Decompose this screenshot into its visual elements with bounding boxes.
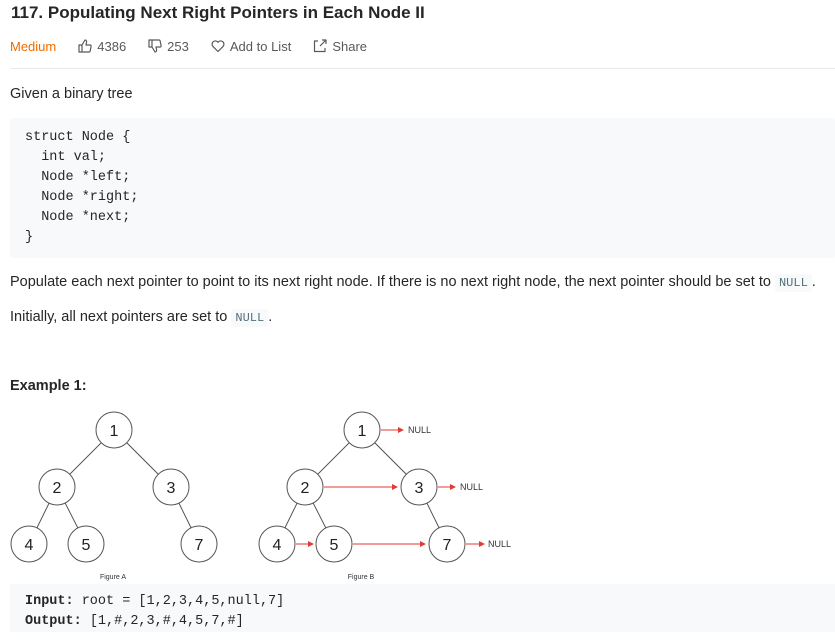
struct-code: struct Node { int val; Node *left; Node …: [10, 118, 835, 258]
tree-node-circle: [343, 411, 381, 449]
tree-node-value: 2: [53, 480, 62, 497]
initially-text: Initially, all next pointers are set to: [10, 309, 232, 325]
tree-node-circle: [400, 468, 438, 506]
period: .: [811, 274, 816, 290]
tree-node-circle: [67, 525, 105, 563]
tree-node-value: 3: [167, 480, 176, 497]
tree-node-circle: [258, 525, 296, 563]
intro-text: Given a binary tree: [10, 86, 133, 102]
tree-node-value: 5: [330, 537, 339, 554]
dislike-count: 253: [167, 38, 189, 54]
tree-node-value: 5: [82, 537, 91, 554]
thumbs-up-icon: [78, 39, 92, 53]
null-inline-code: NULL: [774, 274, 812, 292]
share-icon: [314, 39, 327, 53]
code-line: Node *right;: [25, 190, 139, 205]
period: .: [268, 309, 273, 325]
null-label: NULL: [460, 482, 483, 492]
example-io: Input: root = [1,2,3,4,5,null,7] Output:…: [10, 584, 835, 640]
code-line: int val;: [25, 150, 107, 165]
null-inline-code: NULL: [231, 309, 269, 327]
code-line: }: [25, 230, 34, 245]
like-button[interactable]: 4386: [78, 39, 126, 54]
figure-a-nodes: 1 2 3 4 5 7: [10, 411, 218, 563]
tree-node-value: 1: [358, 423, 367, 440]
tree-node-circle: [95, 411, 133, 449]
thumbs-down-icon: [148, 39, 162, 53]
tree-node-value: 7: [195, 537, 204, 554]
input-label: Input:: [25, 594, 74, 609]
null-label: NULL: [488, 539, 511, 549]
populate-text: Populate each next pointer to point to i…: [10, 274, 775, 290]
add-to-list-button[interactable]: Add to List: [211, 39, 291, 54]
tree-node-value: 4: [273, 537, 282, 554]
example-tree-diagram: 1 2 3 4 5 7 1 2 3 4 5 7 NULL NULL NULL Figure A Fi…: [10, 411, 511, 581]
problem-meta-bar: Medium 4386 253 Add to List Share: [10, 36, 389, 56]
example-title: Example 1:: [10, 378, 87, 394]
difficulty-badge: Medium: [10, 38, 57, 54]
share-button[interactable]: Share: [313, 39, 367, 54]
initially-paragraph: Initially, all next pointers are set to …: [10, 309, 273, 327]
code-line: Node *next;: [25, 210, 131, 225]
tree-node-circle: [315, 525, 353, 563]
tree-node-circle: [286, 468, 324, 506]
populate-paragraph: Populate each next pointer to point to i…: [10, 274, 816, 292]
dislike-button[interactable]: 253: [148, 39, 189, 54]
tree-node-circle: [152, 468, 190, 506]
tree-node-circle: [428, 525, 466, 563]
tree-node-circle: [38, 468, 76, 506]
figure-b-nodes: 1 2 3 4 5 7: [258, 411, 466, 563]
tree-node-circle: [10, 525, 48, 563]
tree-node-circle: [180, 525, 218, 563]
tree-node-value: 1: [110, 423, 119, 440]
output-label: Output:: [25, 614, 82, 629]
header-divider: [10, 68, 835, 69]
example-io-block: Input: root = [1,2,3,4,5,null,7] Output:…: [10, 584, 835, 632]
figure-b-caption: Figure B: [348, 574, 375, 581]
heart-icon: [211, 40, 225, 53]
share-label: Share: [332, 38, 368, 54]
tree-node-value: 2: [301, 480, 310, 497]
null-label: NULL: [408, 425, 431, 435]
next-pointer-arrows: [296, 427, 485, 547]
output-value: [1,#,2,3,#,4,5,7,#]: [81, 614, 244, 629]
tree-node-value: 4: [25, 537, 34, 554]
struct-code-block: struct Node { int val; Node *left; Node …: [10, 118, 835, 258]
tree-node-value: 3: [415, 480, 424, 497]
code-line: Node *left;: [25, 170, 131, 185]
add-to-list-label: Add to List: [229, 38, 292, 54]
tree-node-value: 7: [443, 537, 452, 554]
input-value: root = [1,2,3,4,5,null,7]: [73, 594, 285, 609]
code-line: struct Node {: [25, 130, 131, 145]
like-count: 4386: [97, 38, 127, 54]
figure-a-caption: Figure A: [100, 574, 126, 581]
problem-title: 117. Populating Next Right Pointers in E…: [11, 3, 425, 22]
